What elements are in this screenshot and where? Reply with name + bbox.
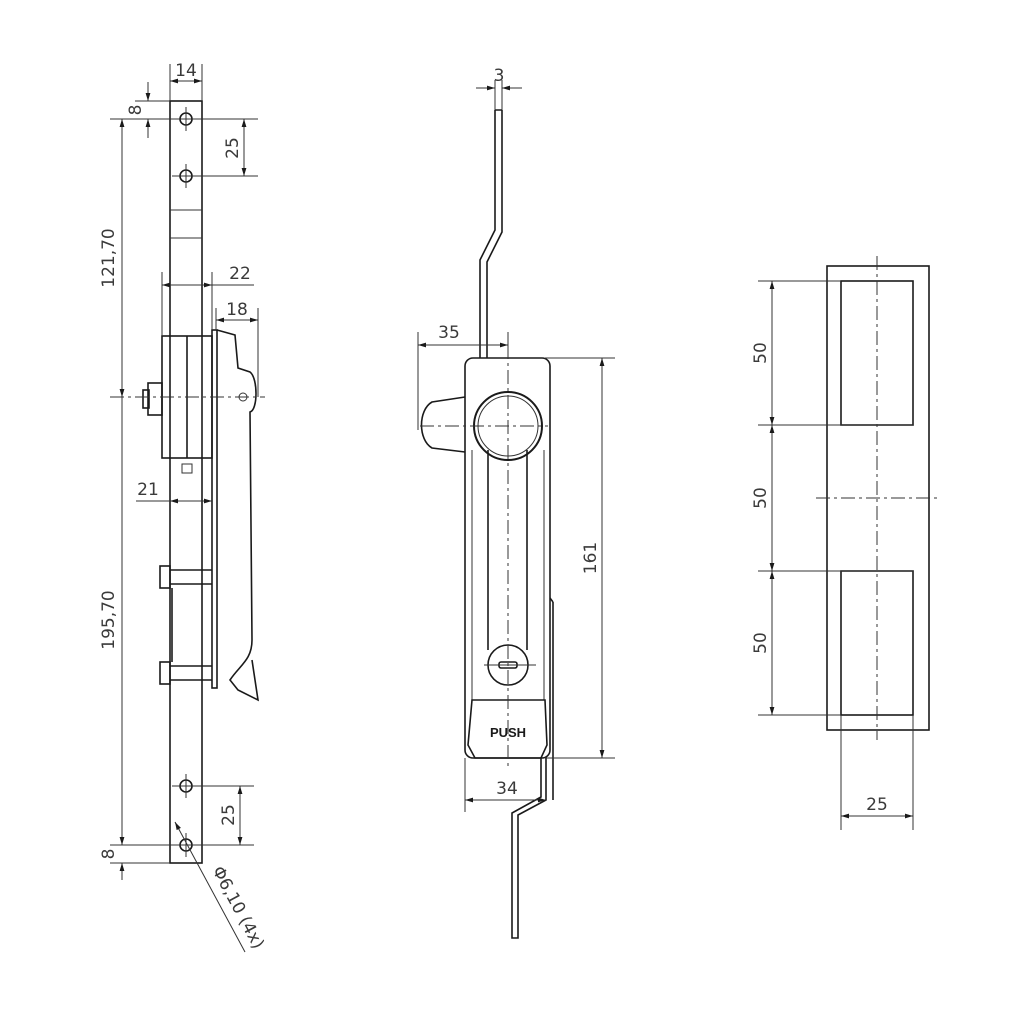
- dim-bottom-hole-offset: 8: [99, 849, 119, 860]
- dim-lever-projection: 35: [438, 323, 460, 343]
- dim-top-hole-offset: 8: [126, 105, 146, 116]
- dim-cutout-width: 25: [866, 795, 888, 815]
- dim-handle-depth: 18: [226, 300, 248, 320]
- upper-rod: [479, 109, 503, 358]
- side-view: 14 8 25 121,70 22 18 21 195,70: [99, 61, 268, 953]
- dim-middle-spacing: 50: [751, 487, 771, 509]
- upper-cutout: [840, 280, 914, 426]
- dim-rod-width: 14: [175, 61, 197, 81]
- dim-rod-thickness: 3: [494, 66, 505, 86]
- dim-body-width: 34: [496, 779, 518, 799]
- mounting-hole-icon: [172, 164, 200, 188]
- mounting-plate: [211, 329, 218, 689]
- dim-lower-cutout-height: 50: [751, 632, 771, 654]
- dim-top-hole-spacing: 25: [223, 137, 243, 159]
- dim-body-height: 161: [581, 542, 601, 574]
- mounting-hole-icon: [172, 774, 200, 798]
- dim-plate-offset: 21: [137, 480, 159, 500]
- dim-upper-length: 121,70: [99, 228, 119, 287]
- dim-lower-length: 195,70: [99, 590, 119, 649]
- flat-rod: [169, 100, 203, 864]
- side-lever: [420, 396, 466, 453]
- dim-body-depth: 22: [229, 264, 251, 284]
- handle-profile: [216, 329, 260, 702]
- cutout-view: 50 50 50 25: [751, 256, 940, 830]
- cam-nut: [147, 382, 163, 416]
- front-view: PUSH 3 35 161 34: [417, 66, 615, 939]
- dim-upper-cutout-height: 50: [751, 342, 771, 364]
- dim-bottom-hole-spacing: 25: [219, 804, 239, 826]
